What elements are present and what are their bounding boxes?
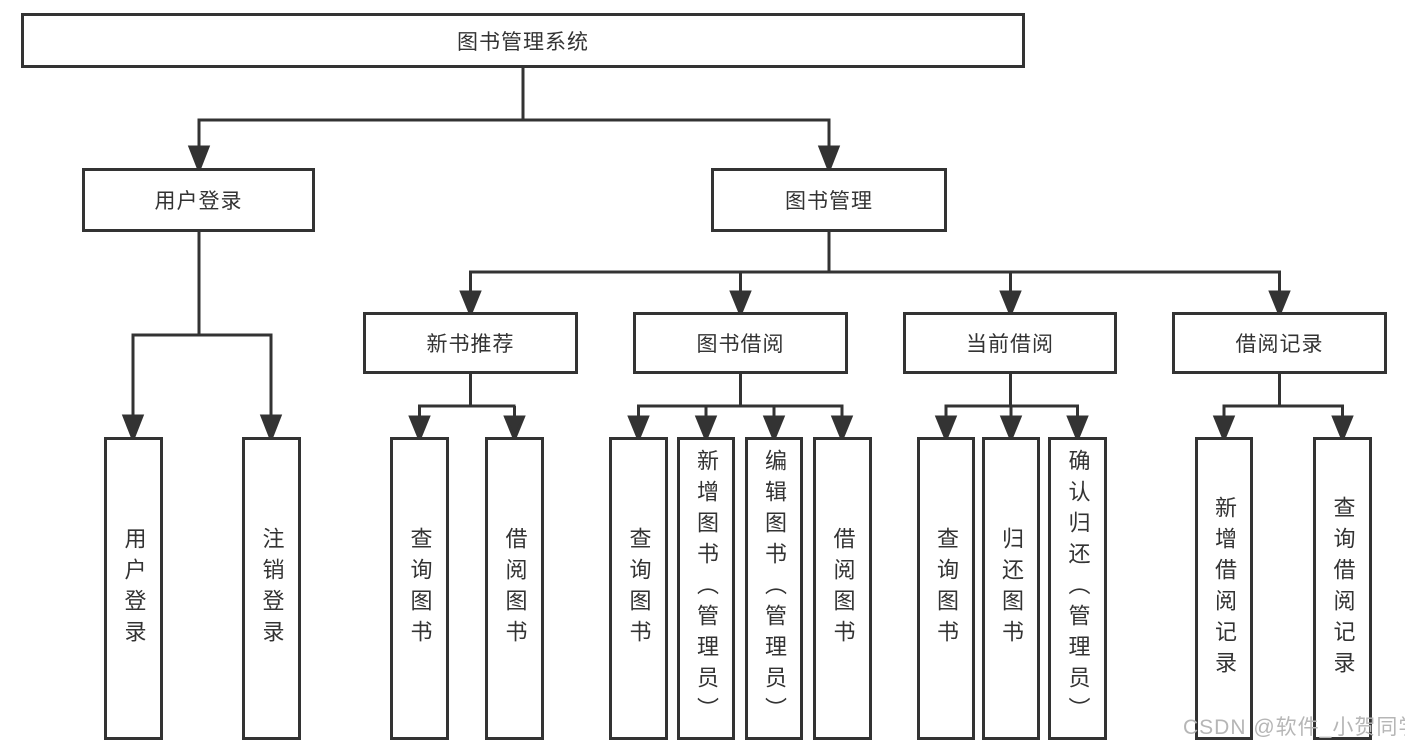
node-book-borrow-label: 图书借阅 <box>696 333 785 356</box>
connector-book-borrow-to-leaves <box>627 374 854 443</box>
node-book-management: 图书管理 <box>711 168 947 232</box>
leaf-return-books: 归还图书 <box>982 437 1040 740</box>
arrow-down-icon <box>817 145 841 175</box>
arrow-down-icon <box>121 414 145 444</box>
node-user-login: 用户登录 <box>82 168 315 232</box>
node-borrow-records: 借阅记录 <box>1172 312 1387 374</box>
connector-book-management-to-level3 <box>459 232 1291 318</box>
leaf-borrow-books-label: 借阅图书 <box>830 526 856 651</box>
leaf-user-login: 用户登录 <box>104 437 163 740</box>
arrow-down-icon <box>934 415 958 443</box>
node-new-book-recommend-label: 新书推荐 <box>426 333 515 356</box>
arrow-down-icon <box>999 290 1022 318</box>
node-book-management-label: 图书管理 <box>785 190 873 213</box>
leaf-edit-books-admin-label: 编辑图书（管理员） <box>762 449 787 728</box>
watermark: CSDN @软件_小贺同学 <box>1183 716 1405 739</box>
arrow-down-icon <box>459 290 482 318</box>
node-borrow-records-label: 借阅记录 <box>1235 333 1324 356</box>
node-root-label: 图书管理系统 <box>457 30 589 54</box>
leaf-logout-login: 注销登录 <box>242 437 301 740</box>
arrow-down-icon <box>729 290 752 318</box>
arrow-down-icon <box>408 415 431 443</box>
leaf-query-borrow-record: 查询借阅记录 <box>1313 437 1372 740</box>
node-current-borrow-label: 当前借阅 <box>966 333 1054 356</box>
arrow-down-icon <box>1268 290 1291 318</box>
leaf-logout-login-label: 注销登录 <box>259 526 285 651</box>
arrow-down-icon <box>830 415 854 443</box>
leaf-add-books-admin: 新增图书（管理员） <box>677 437 735 740</box>
leaf-user-login-label: 用户登录 <box>121 526 147 651</box>
arrow-down-icon <box>1331 415 1354 443</box>
leaf-query-books-recommend-label: 查询图书 <box>407 526 433 651</box>
arrow-down-icon <box>259 414 283 444</box>
arrow-down-icon <box>762 415 786 443</box>
node-new-book-recommend: 新书推荐 <box>363 312 578 374</box>
arrow-down-icon <box>999 415 1023 443</box>
leaf-confirm-return-admin-label: 确认归还（管理员） <box>1065 449 1091 728</box>
leaf-add-borrow-record-label: 新增借阅记录 <box>1212 495 1237 682</box>
leaf-borrow-books-recommend-label: 借阅图书 <box>502 526 528 651</box>
arrow-down-icon <box>1066 415 1089 443</box>
leaf-borrow-books-recommend: 借阅图书 <box>485 437 544 740</box>
node-current-borrow: 当前借阅 <box>903 312 1117 374</box>
arrow-down-icon <box>187 145 211 175</box>
leaf-borrow-books: 借阅图书 <box>813 437 872 740</box>
arrow-down-icon <box>1212 415 1236 443</box>
connector-root-to-level2 <box>187 68 841 175</box>
leaf-query-books-borrow-label: 查询图书 <box>626 526 652 651</box>
leaf-confirm-return-admin: 确认归还（管理员） <box>1048 437 1107 740</box>
leaf-query-books-current-label: 查询图书 <box>934 526 959 651</box>
connector-user-login-to-leaves <box>121 232 283 444</box>
leaf-query-borrow-record-label: 查询借阅记录 <box>1330 495 1356 682</box>
connector-borrow-record-to-leaves <box>1212 374 1354 443</box>
node-user-login-label: 用户登录 <box>154 190 243 213</box>
leaf-add-books-admin-label: 新增图书（管理员） <box>694 449 719 728</box>
connector-new-book-to-leaves <box>408 374 526 443</box>
node-book-borrow: 图书借阅 <box>633 312 848 374</box>
arrow-down-icon <box>503 415 526 443</box>
leaf-query-books-recommend: 查询图书 <box>390 437 449 740</box>
leaf-edit-books-admin: 编辑图书（管理员） <box>745 437 803 740</box>
arrow-down-icon <box>627 415 650 443</box>
leaf-query-books-current: 查询图书 <box>917 437 975 740</box>
leaf-query-books-borrow: 查询图书 <box>609 437 668 740</box>
node-root: 图书管理系统 <box>21 13 1025 68</box>
leaf-return-books-label: 归还图书 <box>999 526 1024 651</box>
leaf-add-borrow-record: 新增借阅记录 <box>1195 437 1253 740</box>
connector-current-borrow-to-leaves <box>934 374 1089 443</box>
arrow-down-icon <box>694 415 718 443</box>
